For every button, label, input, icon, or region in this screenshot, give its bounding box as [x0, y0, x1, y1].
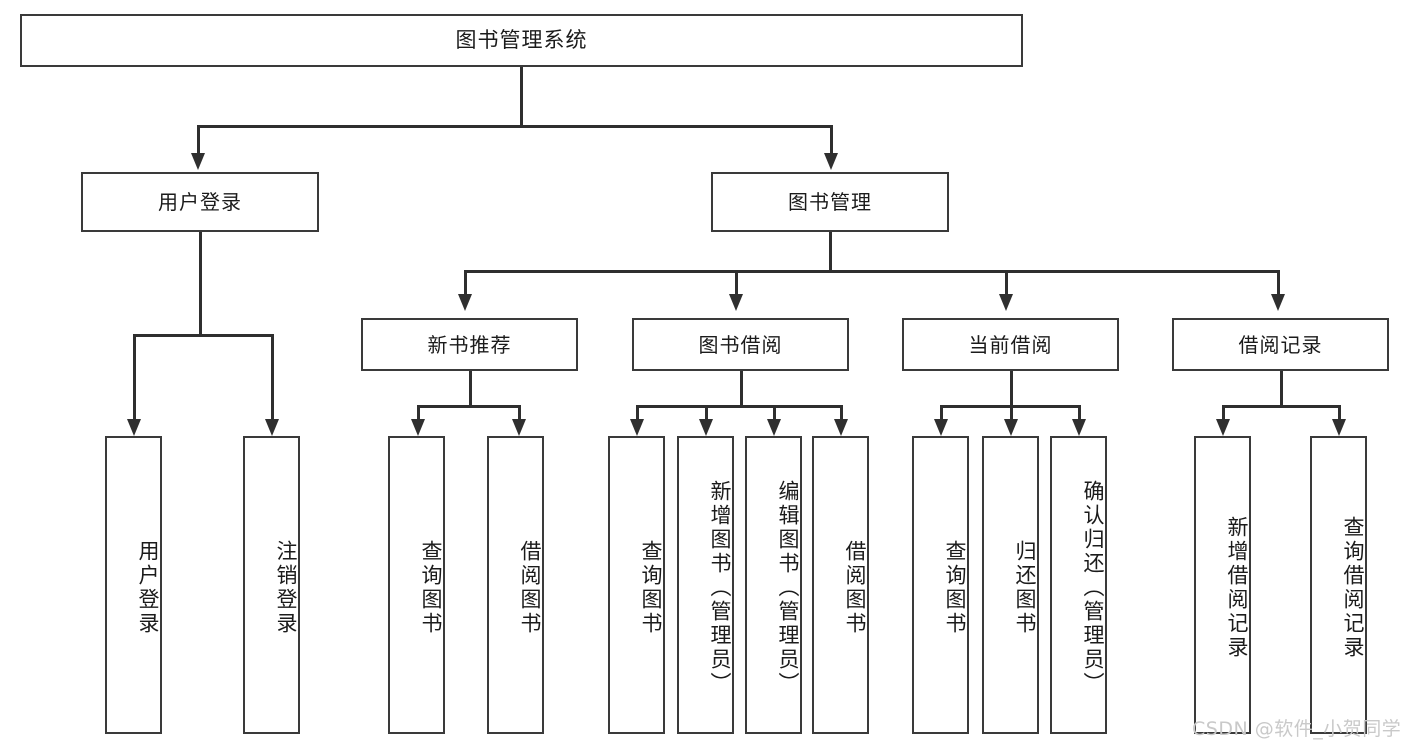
leaf-new-book-borrow[interactable]: 借阅图书 [487, 436, 544, 734]
node-book-manage[interactable]: 图书管理 [711, 172, 949, 232]
connector-book-manage-drop-4 [1277, 270, 1280, 294]
leaf-user-login-login[interactable]: 用户登录 [105, 436, 162, 734]
leaf-user-login-logout[interactable]: 注销登录 [243, 436, 300, 734]
leaf-borrow-record-query[interactable]: 查询借阅记录 [1310, 436, 1367, 734]
connector-user-login-stem [199, 232, 202, 334]
leaf-borrow-record-add[interactable]: 新增借阅记录 [1194, 436, 1251, 734]
arrow-current-borrow-leaf-2 [1004, 419, 1018, 436]
node-borrow-record[interactable]: 借阅记录 [1172, 318, 1389, 371]
arrow-to-current-borrow [999, 294, 1013, 311]
node-book-borrow[interactable]: 图书借阅 [632, 318, 849, 371]
connector-user-login-drop-2 [271, 334, 274, 419]
arrow-to-book-manage [824, 153, 838, 170]
leaf-book-borrow-query[interactable]: 查询图书 [608, 436, 665, 734]
connector-book-borrow-stem [740, 371, 743, 405]
csdn-watermark: CSDN @软件_小贺同学 [1192, 718, 1402, 740]
connector-new-book-drop-1 [417, 405, 420, 419]
leaf-current-borrow-query[interactable]: 查询图书 [912, 436, 969, 734]
connector-book-manage-stem [829, 232, 832, 270]
connector-new-book-stem [469, 371, 472, 405]
arrow-user-login-leaf-1 [127, 419, 141, 436]
arrow-to-new-book-recommend [458, 294, 472, 311]
connector-current-borrow-stem [1010, 371, 1013, 405]
connector-root-drop-left [197, 125, 200, 153]
node-root-system[interactable]: 图书管理系统 [20, 14, 1023, 67]
arrow-book-borrow-leaf-4 [834, 419, 848, 436]
connector-new-book-drop-2 [518, 405, 521, 419]
connector-book-manage-bar [464, 270, 1280, 273]
connector-user-login-drop-1 [133, 334, 136, 419]
connector-book-borrow-drop-2 [705, 405, 708, 419]
connector-root-stem [520, 67, 523, 125]
connector-new-book-bar [417, 405, 521, 408]
connector-current-borrow-drop-3 [1078, 405, 1081, 419]
arrow-book-borrow-leaf-1 [630, 419, 644, 436]
leaf-current-borrow-confirm[interactable]: 确认归还（管理员） [1050, 436, 1107, 734]
connector-book-manage-drop-1 [464, 270, 467, 294]
connector-book-borrow-drop-4 [840, 405, 843, 419]
connector-borrow-record-stem [1280, 371, 1283, 405]
connector-borrow-record-bar [1222, 405, 1340, 408]
node-current-borrow[interactable]: 当前借阅 [902, 318, 1119, 371]
arrow-current-borrow-leaf-1 [934, 419, 948, 436]
leaf-book-borrow-borrow[interactable]: 借阅图书 [812, 436, 869, 734]
connector-book-borrow-drop-3 [773, 405, 776, 419]
connector-current-borrow-drop-1 [940, 405, 943, 419]
connector-borrow-record-drop-2 [1338, 405, 1341, 419]
connector-root-bar [197, 125, 832, 128]
connector-book-borrow-drop-1 [636, 405, 639, 419]
connector-book-manage-drop-3 [1005, 270, 1008, 294]
leaf-new-book-query[interactable]: 查询图书 [388, 436, 445, 734]
arrow-to-user-login [191, 153, 205, 170]
arrow-book-borrow-leaf-2 [699, 419, 713, 436]
arrow-book-borrow-leaf-3 [767, 419, 781, 436]
arrow-to-borrow-record [1271, 294, 1285, 311]
arrow-new-book-leaf-1 [411, 419, 425, 436]
connector-book-manage-drop-2 [735, 270, 738, 294]
leaf-book-borrow-add[interactable]: 新增图书（管理员） [677, 436, 734, 734]
connector-borrow-record-drop-1 [1222, 405, 1225, 419]
arrow-to-book-borrow [729, 294, 743, 311]
connector-book-borrow-bar [636, 405, 841, 408]
arrow-borrow-record-leaf-2 [1332, 419, 1346, 436]
arrow-new-book-leaf-2 [512, 419, 526, 436]
leaf-book-borrow-edit[interactable]: 编辑图书（管理员） [745, 436, 802, 734]
arrow-user-login-leaf-2 [265, 419, 279, 436]
connector-user-login-bar [133, 334, 273, 337]
connector-current-borrow-drop-2 [1010, 405, 1013, 419]
connector-root-drop-right [830, 125, 833, 153]
leaf-current-borrow-return[interactable]: 归还图书 [982, 436, 1039, 734]
arrow-current-borrow-leaf-3 [1072, 419, 1086, 436]
arrow-borrow-record-leaf-1 [1216, 419, 1230, 436]
node-user-login[interactable]: 用户登录 [81, 172, 319, 232]
node-new-book-recommend[interactable]: 新书推荐 [361, 318, 578, 371]
